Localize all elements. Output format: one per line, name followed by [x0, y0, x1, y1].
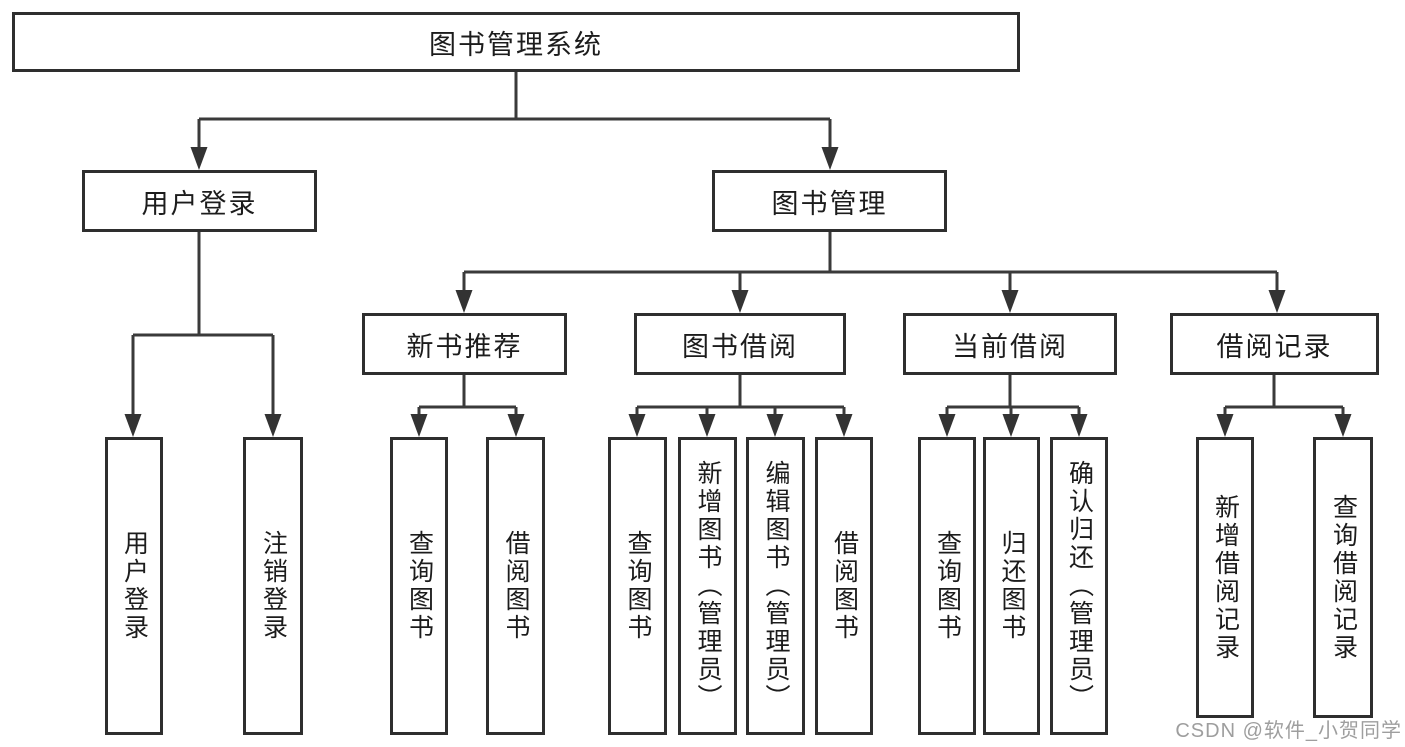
- arrowhead-icon: [410, 414, 428, 437]
- arrowhead-icon: [835, 414, 853, 437]
- node-user-login: 用户登录: [82, 170, 317, 232]
- leaf-borrow-add-book-admin-label: 新增图书（管理员）: [694, 460, 722, 712]
- arrowhead-icon: [264, 414, 282, 437]
- arrowhead-icon: [1002, 414, 1020, 437]
- leaf-records-add-record-label: 新增借阅记录: [1211, 493, 1240, 662]
- node-borrow-records: 借阅记录: [1170, 313, 1379, 375]
- arrowhead-icon: [1334, 414, 1352, 437]
- leaf-current-return-book: 归还图书: [983, 437, 1040, 735]
- leaf-borrow-borrow-book: 借阅图书: [815, 437, 873, 735]
- arrowhead-icon: [124, 414, 142, 437]
- leaf-borrow-edit-book-admin: 编辑图书（管理员）: [746, 437, 805, 735]
- leaf-logout-label: 注销登录: [259, 530, 288, 642]
- arrowhead-icon: [731, 290, 749, 313]
- leaf-records-query-record: 查询借阅记录: [1313, 437, 1373, 718]
- leaf-borrow-query-book-label: 查询图书: [624, 530, 652, 642]
- arrowhead-icon: [1070, 414, 1088, 437]
- node-book-borrow: 图书借阅: [634, 313, 846, 375]
- leaf-recommend-query-book-label: 查询图书: [405, 530, 434, 642]
- node-root-label: 图书管理系统: [429, 29, 603, 60]
- leaf-records-add-record: 新增借阅记录: [1196, 437, 1254, 718]
- arrowhead-icon: [1216, 414, 1234, 437]
- csdn-watermark: CSDN @软件_小贺同学: [1175, 720, 1402, 742]
- node-book-management: 图书管理: [712, 170, 947, 232]
- arrowhead-icon: [1268, 290, 1286, 313]
- node-new-book-recommend: 新书推荐: [362, 313, 567, 375]
- leaf-current-confirm-return-admin-label: 确认归还（管理员）: [1065, 460, 1094, 712]
- arrowhead-icon: [190, 147, 208, 170]
- leaf-recommend-borrow-book-label: 借阅图书: [502, 530, 530, 642]
- node-current-borrow-label: 当前借阅: [952, 331, 1068, 362]
- arrowhead-icon: [821, 147, 839, 170]
- leaf-recommend-query-book: 查询图书: [390, 437, 448, 735]
- leaf-records-query-record-label: 查询借阅记录: [1329, 493, 1358, 662]
- leaf-user-login: 用户登录: [105, 437, 163, 735]
- node-user-login-label: 用户登录: [141, 188, 258, 219]
- arrowhead-icon: [628, 414, 646, 437]
- leaf-user-login-label: 用户登录: [120, 530, 149, 642]
- leaf-borrow-query-book: 查询图书: [608, 437, 667, 735]
- node-current-borrow: 当前借阅: [903, 313, 1117, 375]
- arrowhead-icon: [938, 414, 956, 437]
- leaf-current-return-book-label: 归还图书: [998, 530, 1026, 642]
- leaf-logout: 注销登录: [243, 437, 303, 735]
- leaf-borrow-add-book-admin: 新增图书（管理员）: [678, 437, 737, 735]
- leaf-borrow-borrow-book-label: 借阅图书: [830, 530, 859, 642]
- arrowhead-icon: [766, 414, 784, 437]
- node-new-book-recommend-label: 新书推荐: [406, 331, 523, 362]
- leaf-current-query-book: 查询图书: [918, 437, 976, 735]
- node-book-management-label: 图书管理: [771, 188, 888, 219]
- arrowhead-icon: [1001, 290, 1019, 313]
- leaf-recommend-borrow-book: 借阅图书: [486, 437, 545, 735]
- leaf-borrow-edit-book-admin-label: 编辑图书（管理员）: [762, 460, 790, 712]
- arrowhead-icon: [455, 290, 473, 313]
- node-root: 图书管理系统: [12, 12, 1020, 72]
- arrowhead-icon: [698, 414, 716, 437]
- leaf-current-query-book-label: 查询图书: [933, 530, 962, 642]
- node-book-borrow-label: 图书借阅: [682, 331, 798, 362]
- arrowhead-icon: [507, 414, 525, 437]
- leaf-current-confirm-return-admin: 确认归还（管理员）: [1050, 437, 1108, 735]
- node-borrow-records-label: 借阅记录: [1216, 331, 1333, 362]
